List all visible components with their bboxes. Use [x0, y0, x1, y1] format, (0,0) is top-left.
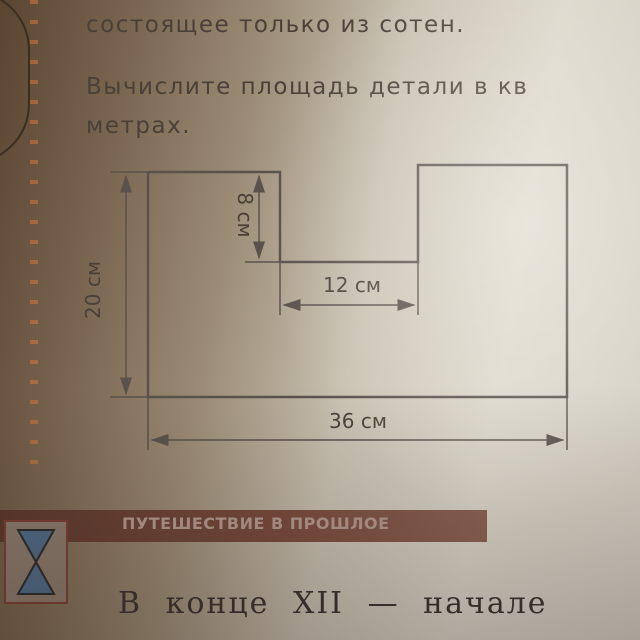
- page-margin-decoration: [30, 0, 38, 480]
- label-36cm: 36 см: [329, 409, 387, 433]
- task-text-continued: метрах.: [86, 113, 192, 139]
- text-line: состоящее только из сотен.: [86, 12, 466, 38]
- history-paragraph: В конце XII — начале: [118, 586, 548, 621]
- section-banner: [0, 510, 487, 542]
- hourglass-icon: [4, 520, 68, 604]
- part-outline: [146, 163, 569, 399]
- section-banner-title: ПУТЕШЕСТВИЕ В ПРОШЛОЕ: [122, 514, 390, 533]
- task-text: Вычислите площадь детали в кв: [86, 74, 529, 100]
- label-8cm: 8 см: [233, 192, 257, 237]
- label-20cm: 20 см: [81, 261, 105, 319]
- label-12cm: 12 см: [323, 273, 381, 297]
